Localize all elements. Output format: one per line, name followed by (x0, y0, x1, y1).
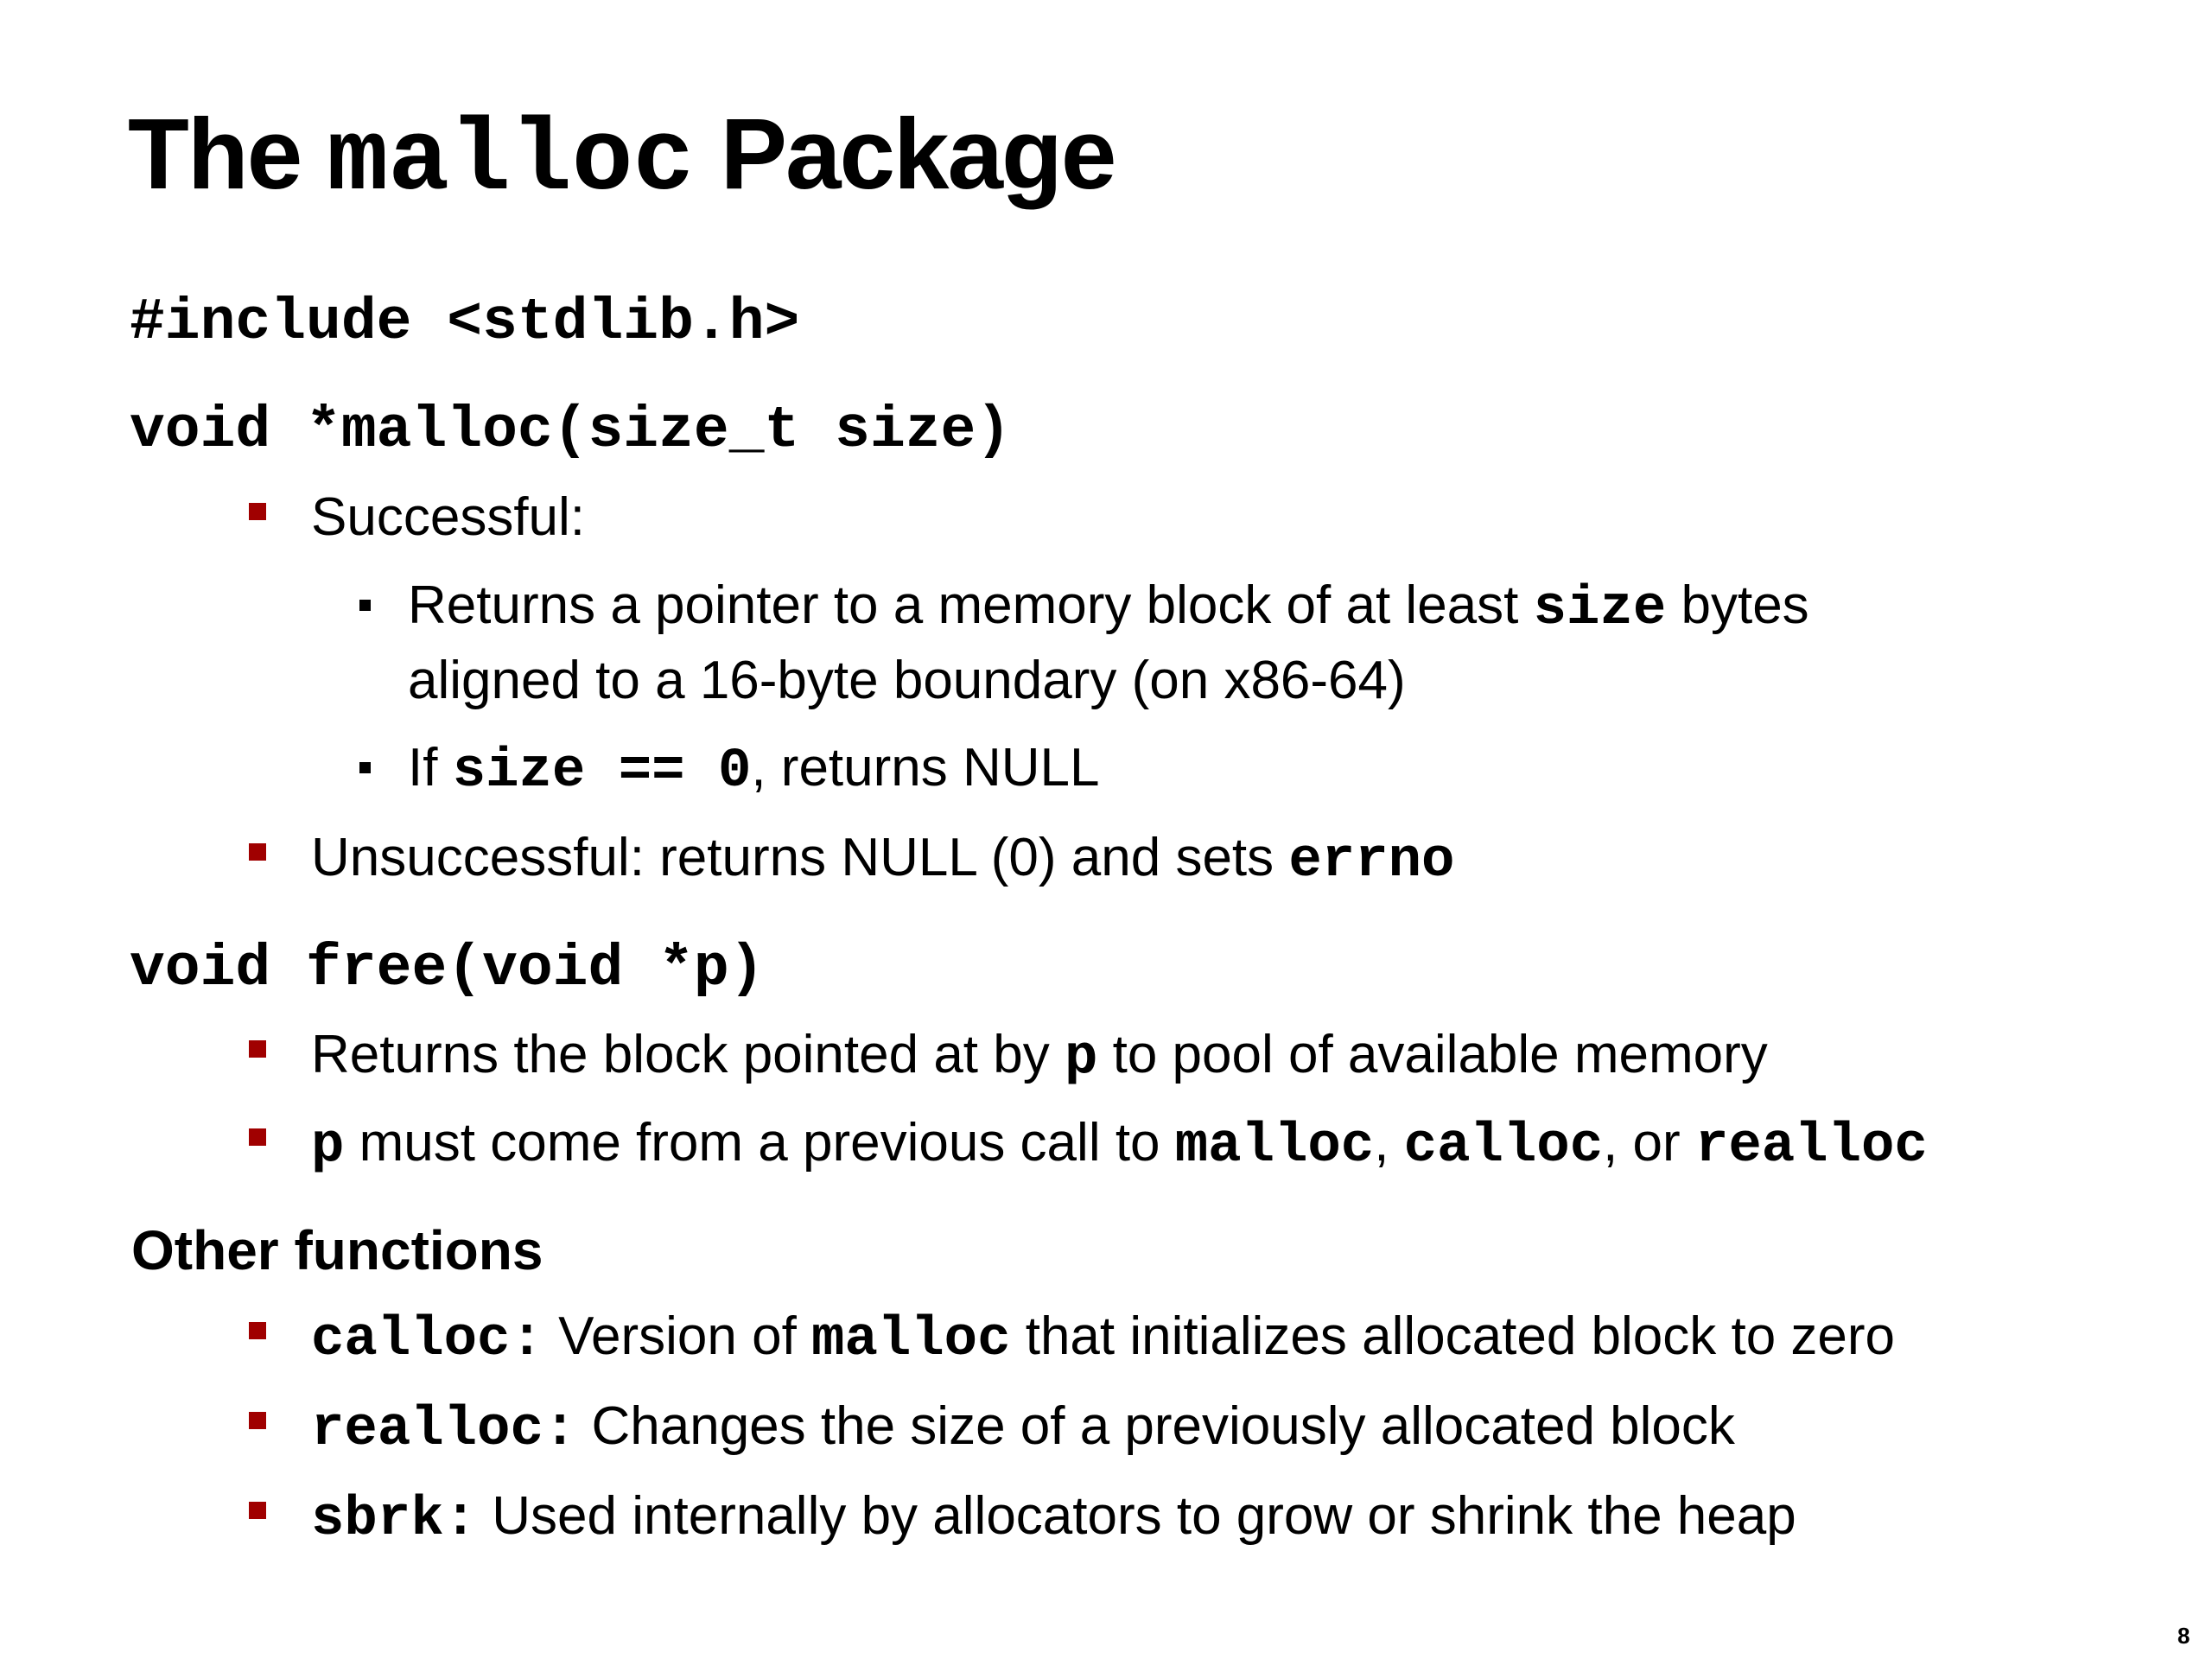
calloc-text-after: that initializes allocated block to zero (1025, 1306, 1896, 1366)
sbrk-text: Used internally by allocators to grow or… (492, 1486, 1796, 1546)
title-suffix: Package (720, 98, 1117, 210)
returns-pointer-continuation: aligned to a 16-byte boundary (on x86-64… (408, 651, 1406, 710)
returns-pointer-code: size (1533, 578, 1667, 640)
bullet-unsuccessful: Unsuccessful: returns NULL (0) and sets … (311, 828, 1454, 890)
must-come-from-text: must come from a previous call to (359, 1113, 1160, 1173)
slide-title: The malloc Package (128, 104, 1116, 213)
sbrk-code: sbrk: (311, 1489, 478, 1551)
must-come-from-code-malloc: malloc (1174, 1116, 1375, 1178)
unsuccessful-text: Unsuccessful: returns NULL (0) and sets (311, 828, 1274, 887)
size-zero-code: size == 0 (452, 741, 752, 803)
free-signature: void free(void *p) (130, 936, 765, 1002)
must-come-from-code-p: p (311, 1116, 345, 1178)
must-come-from-code-realloc: realloc (1694, 1116, 1928, 1178)
unsuccessful-code: errno (1288, 830, 1455, 893)
title-prefix: The (128, 98, 302, 210)
bullet-successful: Successful: (311, 487, 586, 547)
include-line: #include <stdlib.h> (130, 289, 800, 356)
bullet-marker (249, 1040, 266, 1058)
returns-pointer-text-after: bytes (1681, 575, 1809, 635)
size-zero-text-after: , returns NULL (751, 738, 1100, 798)
bullet-returns-pointer: Returns a pointer to a memory block of a… (408, 578, 1809, 640)
title-code: malloc (327, 105, 695, 219)
realloc-text: Changes the size of a previously allocat… (591, 1396, 1735, 1456)
must-come-from-sep-2: , or (1603, 1113, 1681, 1173)
bullet-must-come-from: p must come from a previous call to mall… (311, 1113, 1928, 1175)
bullet-marker (249, 843, 266, 861)
calloc-text-before: Version of (558, 1306, 797, 1366)
calloc-code: calloc: (311, 1309, 543, 1371)
other-functions-heading: Other functions (131, 1219, 543, 1281)
must-come-from-code-calloc: calloc (1403, 1116, 1604, 1178)
calloc-code-malloc: malloc (811, 1309, 1011, 1371)
bullet-returns-block: Returns the block pointed at by p to poo… (311, 1025, 1768, 1087)
realloc-code: realloc: (311, 1399, 577, 1461)
returns-block-text-before: Returns the block pointed at by (311, 1025, 1050, 1084)
page-number: 8 (2177, 1623, 2190, 1649)
bullet-sbrk: sbrk: Used internally by allocators to g… (311, 1490, 1796, 1548)
bullet-marker (249, 1128, 266, 1146)
bullet-marker (249, 1322, 266, 1339)
size-zero-text-before: If (408, 738, 438, 798)
bullet-calloc: calloc: Version of malloc that initializ… (311, 1309, 1895, 1371)
bullet-marker (249, 1412, 266, 1429)
bullet-marker (249, 503, 266, 520)
bullet-realloc: realloc: Changes the size of a previousl… (311, 1399, 1735, 1461)
malloc-signature: void *malloc(size_t size) (130, 397, 1012, 464)
returns-block-code: p (1064, 1027, 1098, 1090)
bullet-size-zero: If size == 0, returns NULL (408, 738, 1100, 800)
sub-bullet-marker (359, 600, 371, 611)
returns-block-text-after: to pool of available memory (1112, 1025, 1768, 1084)
returns-pointer-text-before: Returns a pointer to a memory block of a… (408, 575, 1519, 635)
sub-bullet-marker (359, 762, 371, 773)
must-come-from-sep-1: , (1374, 1113, 1389, 1173)
bullet-marker (249, 1502, 266, 1519)
